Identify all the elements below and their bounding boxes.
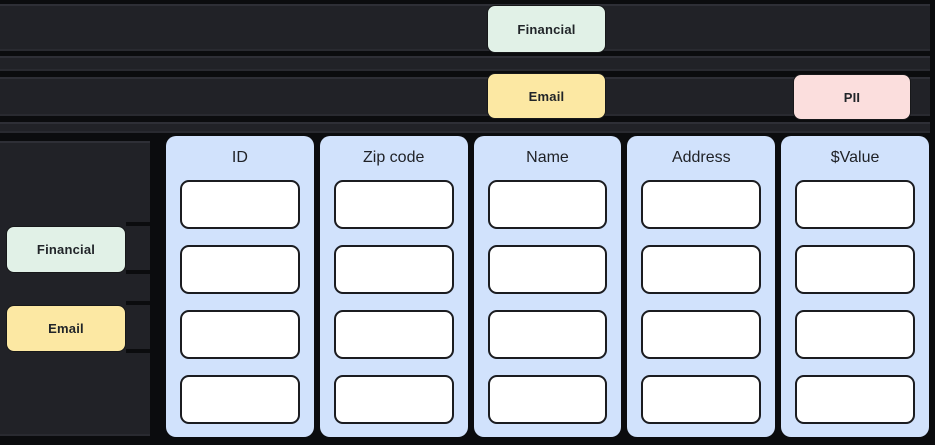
- column-address: Address: [627, 136, 776, 437]
- row-divider-notch: [126, 349, 150, 353]
- column-header: ID: [231, 149, 248, 166]
- table-cell[interactable]: [180, 375, 300, 424]
- table-cell[interactable]: [795, 180, 915, 229]
- table-cell[interactable]: [487, 375, 608, 424]
- row-divider-notch: [126, 301, 150, 305]
- table-cell[interactable]: [180, 245, 300, 294]
- column-header: Address: [671, 149, 731, 166]
- table-cell[interactable]: [487, 310, 608, 359]
- column-name: Name: [473, 136, 622, 437]
- column-id: ID: [166, 136, 314, 437]
- tag-email-left[interactable]: Email: [6, 305, 126, 352]
- top-row-bar-4: [0, 122, 930, 133]
- table-cell[interactable]: [333, 245, 454, 294]
- table-cell[interactable]: [180, 180, 300, 229]
- table-cell[interactable]: [795, 310, 915, 359]
- table-cell[interactable]: [795, 375, 915, 424]
- table-cell[interactable]: [487, 180, 608, 229]
- tag-financial-left[interactable]: Financial: [6, 226, 126, 273]
- row-divider-notch: [126, 222, 150, 226]
- column-zip-code: Zip code: [319, 136, 468, 437]
- table-cell[interactable]: [795, 245, 915, 294]
- data-table: ID Zip code Name: [166, 136, 929, 437]
- table-cell[interactable]: [333, 180, 454, 229]
- tag-pii[interactable]: PII: [793, 74, 911, 120]
- row-divider-notch: [126, 270, 150, 274]
- column-header: Zip code: [363, 149, 425, 166]
- table-cell[interactable]: [641, 180, 762, 229]
- top-row-bar-2: [0, 56, 930, 71]
- column-header: Name: [526, 149, 569, 166]
- top-row-bar-1: [0, 4, 930, 51]
- column-value: $Value: [781, 136, 929, 437]
- left-row-panel: Financial Email: [0, 141, 150, 436]
- table-cell[interactable]: [641, 310, 762, 359]
- column-header: $Value: [830, 149, 880, 166]
- tag-email[interactable]: Email: [487, 73, 606, 119]
- table-cell[interactable]: [641, 375, 762, 424]
- table-cell[interactable]: [180, 310, 300, 359]
- table-cell[interactable]: [333, 310, 454, 359]
- table-cell[interactable]: [641, 245, 762, 294]
- table-cell[interactable]: [487, 245, 608, 294]
- table-cell[interactable]: [333, 375, 454, 424]
- top-row-bar-3: [0, 77, 930, 116]
- tag-financial[interactable]: Financial: [487, 5, 606, 53]
